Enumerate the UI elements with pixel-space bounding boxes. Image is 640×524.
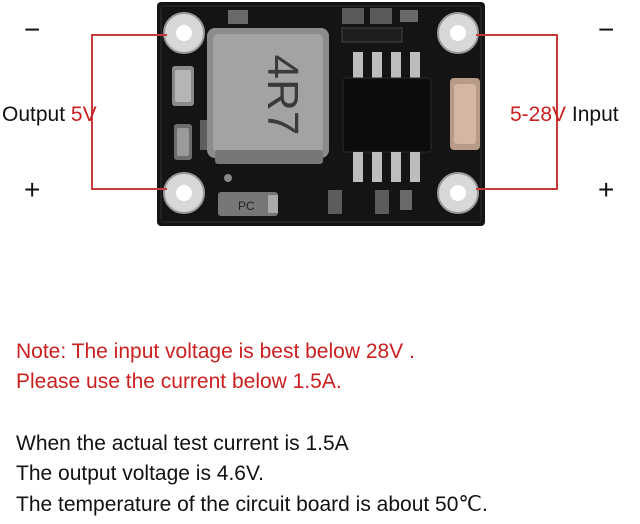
info-line-2: The output voltage is 4.6V. bbox=[16, 462, 264, 485]
output-label: Output bbox=[2, 103, 66, 126]
output-voltage: 5V bbox=[70, 103, 97, 126]
ic-legs-top bbox=[353, 52, 420, 80]
warning-line-2: Please use the current below 1.5A. bbox=[16, 370, 342, 393]
bottom-res-1 bbox=[328, 190, 342, 214]
input-label-group: 5-28V Input bbox=[510, 103, 619, 127]
top-chip-2 bbox=[342, 8, 364, 24]
top-chip-3 bbox=[370, 8, 392, 24]
output-plus-sign: + bbox=[24, 174, 41, 205]
ic-legs-bottom bbox=[353, 152, 420, 182]
output-label-group: Output 5V bbox=[2, 103, 97, 127]
bottom-res-3 bbox=[400, 190, 412, 210]
input-label: Input bbox=[571, 103, 619, 126]
bottom-res-2 bbox=[375, 190, 389, 214]
smd-pc-part bbox=[218, 192, 278, 216]
input-plus-sign: + bbox=[598, 174, 615, 205]
pc-marking: PC bbox=[238, 199, 255, 213]
input-voltage: 5-28V bbox=[510, 103, 567, 126]
pcb-module-illustration: 4R7 PC bbox=[157, 2, 485, 226]
wire-input bbox=[476, 34, 558, 190]
ic-chip bbox=[342, 77, 432, 153]
inductor-marking: 4R7 bbox=[258, 55, 307, 136]
top-chip-1 bbox=[228, 10, 248, 24]
warning-line-1: Note: The input voltage is best below 28… bbox=[16, 340, 415, 363]
wire-output bbox=[91, 34, 167, 190]
input-minus-sign: − bbox=[598, 14, 615, 45]
info-line-1: When the actual test current is 1.5A bbox=[16, 432, 349, 455]
info-line-3: The temperature of the circuit board is … bbox=[16, 493, 488, 516]
top-chip-4 bbox=[400, 10, 418, 22]
output-minus-sign: − bbox=[24, 14, 41, 45]
